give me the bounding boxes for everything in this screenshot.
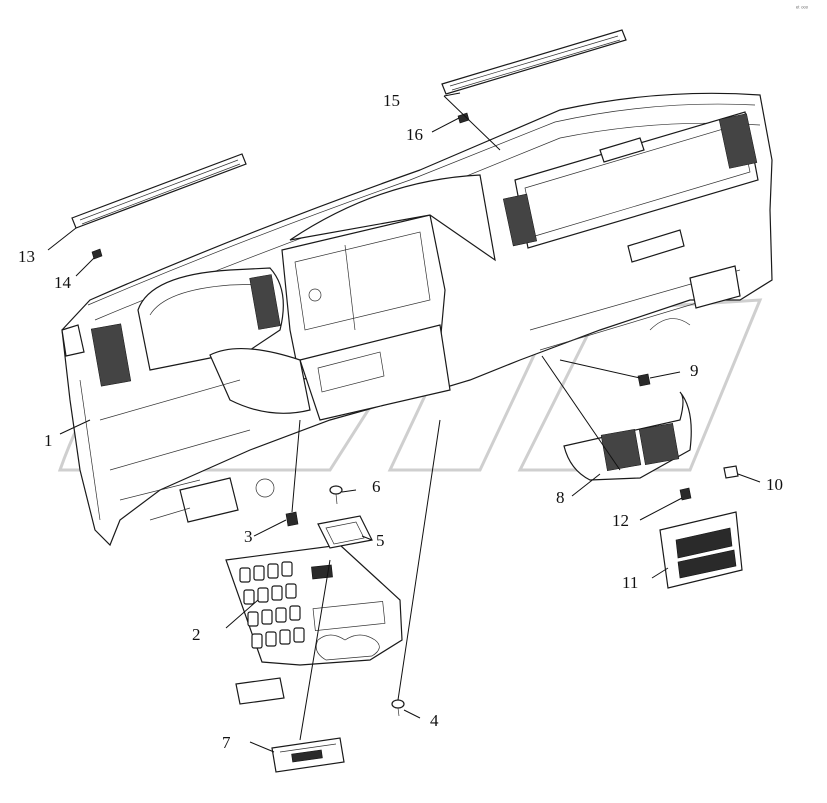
corner-mark: ᵉᵗ ᵒᵒᵒ — [796, 5, 809, 12]
callout-9: 9 — [690, 361, 699, 380]
switch-blank — [275, 607, 287, 623]
switch-blank — [267, 563, 279, 579]
callout-2: 2 — [192, 625, 201, 644]
radio-unit — [271, 737, 345, 773]
vent-bezel — [563, 391, 692, 481]
callout-7: 7 — [222, 733, 231, 752]
switch-blank — [261, 609, 273, 625]
clip-12-icon — [679, 487, 692, 501]
bracket-5 — [317, 515, 373, 549]
callout-4: 4 — [430, 711, 439, 730]
switch-blank — [243, 589, 255, 605]
screw-4-icon — [391, 699, 405, 717]
switch-blank — [239, 567, 251, 583]
switch-blank — [257, 587, 269, 603]
switch-blank — [289, 605, 301, 621]
callout-5: 5 — [376, 531, 385, 550]
switch-blank — [279, 629, 291, 645]
callout-16: 16 — [406, 125, 423, 144]
switch-blank — [281, 561, 293, 577]
switch-blank — [285, 583, 297, 599]
switch-blank — [265, 631, 277, 647]
bulb-10-icon — [723, 465, 739, 479]
switch-blank — [251, 633, 263, 649]
screw-6-icon — [329, 485, 343, 505]
switch-blank — [253, 565, 265, 581]
callout-1: 1 — [44, 431, 53, 450]
switch-grid — [239, 561, 305, 649]
dashboard-body — [61, 92, 773, 547]
switch-panel — [225, 544, 403, 666]
callout-13: 13 — [18, 247, 35, 266]
cup-holder — [659, 511, 743, 589]
leader-lines — [47, 92, 761, 753]
callout-15: 15 — [383, 91, 400, 110]
callout-10: 10 — [766, 475, 783, 494]
switch-blank — [271, 585, 283, 601]
cover-plate — [235, 677, 285, 705]
callout-3: 3 — [244, 527, 253, 546]
clip-3-icon — [285, 511, 299, 527]
clip-14-icon — [91, 248, 103, 260]
switch-blank — [247, 611, 259, 627]
defroster-strip-left — [71, 153, 247, 229]
callout-11: 11 — [622, 573, 638, 592]
callout-14: 14 — [54, 273, 72, 292]
callout-6: 6 — [372, 477, 381, 496]
callout-12: 12 — [612, 511, 629, 530]
callout-labels: 15 16 13 14 1 3 6 5 2 4 7 8 9 10 12 11 — [18, 91, 783, 752]
defroster-strip-right — [441, 29, 627, 95]
callout-8: 8 — [556, 488, 565, 507]
clip-9-icon — [637, 373, 651, 387]
switch-blank — [293, 627, 305, 643]
